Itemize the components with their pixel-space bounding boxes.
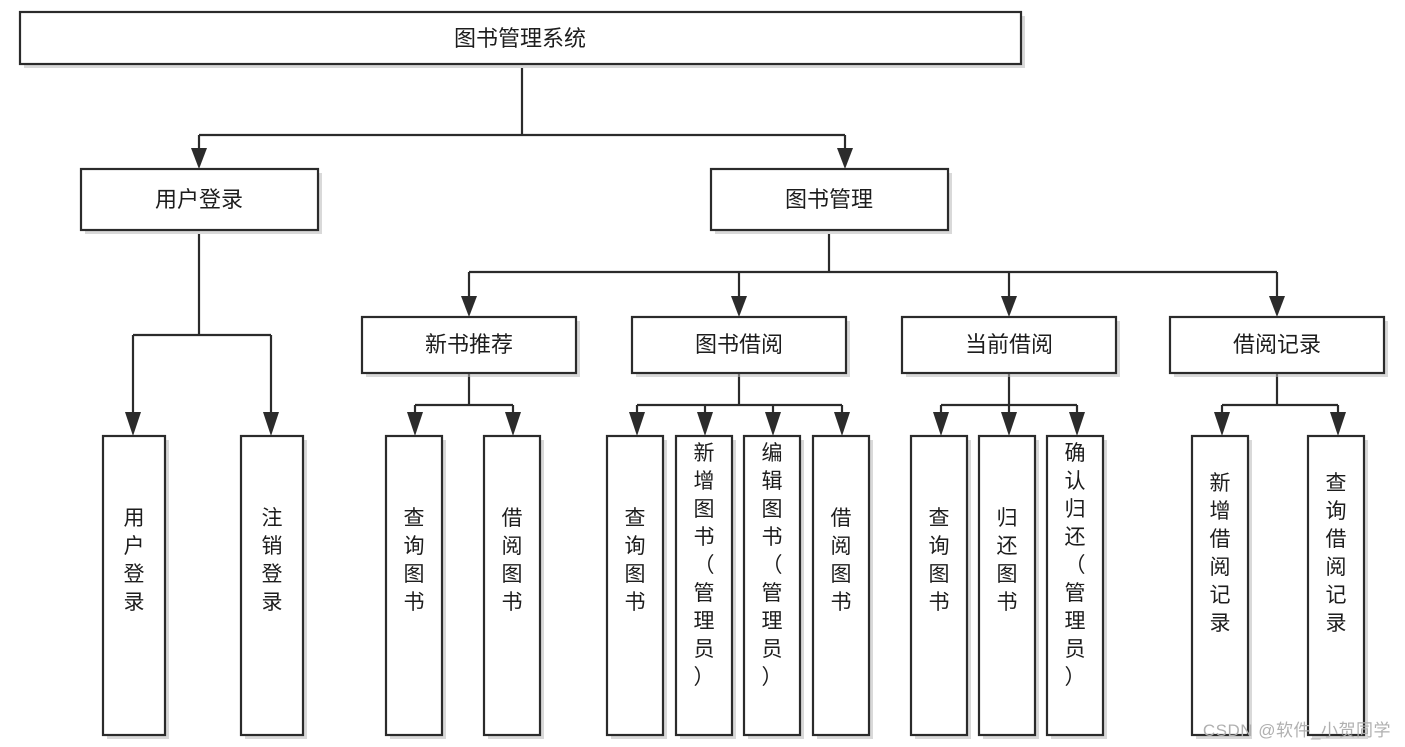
node-leaf-edit-book-label: 编辑图书（管理员） <box>762 442 783 689</box>
node-user-login[interactable]: 用户登录 <box>79 167 322 234</box>
arrow-to-user-login <box>191 148 207 169</box>
node-leaf-query-book-1[interactable]: 查询图书 <box>384 434 446 739</box>
node-leaf-query-book-1-box[interactable] <box>384 434 444 737</box>
node-user-login-box[interactable] <box>79 167 320 232</box>
node-leaf-return-book-box[interactable] <box>977 434 1037 737</box>
node-leaf-borrow-book-2-label: 借阅图书 <box>831 507 852 614</box>
node-root[interactable]: 图书管理系统 <box>18 10 1025 68</box>
node-root-label: 图书管理系统 <box>454 26 586 51</box>
node-leaf-add-record-label: 新增借阅记录 <box>1210 472 1231 635</box>
arrow-to-leaf-query-book-2 <box>629 412 645 436</box>
node-leaf-borrow-book-1-box[interactable] <box>482 434 542 737</box>
arrow-to-leaf-logout-login <box>263 412 279 436</box>
node-leaf-borrow-book-2-box[interactable] <box>811 434 871 737</box>
node-leaf-query-book-2-label: 查询图书 <box>625 507 646 614</box>
node-user-login-label: 用户登录 <box>155 187 243 212</box>
node-new-book-recommend-box[interactable] <box>360 315 578 375</box>
node-leaf-edit-book-box[interactable] <box>742 434 802 737</box>
node-leaf-query-book-2[interactable]: 查询图书 <box>605 434 667 739</box>
node-current-borrow[interactable]: 当前借阅 <box>900 315 1120 377</box>
node-leaf-query-record[interactable]: 查询借阅记录 <box>1306 434 1368 739</box>
arrow-to-leaf-add-book <box>697 412 713 436</box>
node-leaf-add-record-box[interactable] <box>1190 434 1250 737</box>
node-leaf-query-book-2-box[interactable] <box>605 434 665 737</box>
node-leaf-logout-login-label: 注销登录 <box>262 507 283 614</box>
node-leaf-user-login-box[interactable] <box>101 434 167 737</box>
arrow-to-current-borrow <box>1001 296 1017 317</box>
node-borrow-record-box[interactable] <box>1168 315 1386 375</box>
node-leaf-add-book[interactable]: 新增图书（管理员） <box>674 434 736 739</box>
arrow-to-leaf-borrow-book-2 <box>834 412 850 436</box>
node-new-book-recommend[interactable]: 新书推荐 <box>360 315 580 377</box>
arrow-to-leaf-confirm-return <box>1069 412 1085 436</box>
node-new-book-recommend-label: 新书推荐 <box>425 332 513 357</box>
node-leaf-add-book-box[interactable] <box>674 434 734 737</box>
node-leaf-query-book-3-label: 查询图书 <box>929 507 950 614</box>
csdn-watermark: CSDN @软件_小贺同学 <box>1202 721 1391 740</box>
arrow-to-leaf-return-book <box>1001 412 1017 436</box>
node-current-borrow-label: 当前借阅 <box>965 332 1053 357</box>
node-root-box[interactable] <box>18 10 1023 66</box>
node-current-borrow-box[interactable] <box>900 315 1118 375</box>
arrow-to-book-borrow <box>731 296 747 317</box>
node-book-management-label: 图书管理 <box>785 187 873 212</box>
node-leaf-user-login[interactable]: 用户登录 <box>101 434 169 739</box>
arrow-to-leaf-edit-book <box>765 412 781 436</box>
node-leaf-borrow-book-1-label: 借阅图书 <box>502 507 523 614</box>
node-book-borrow-box[interactable] <box>630 315 848 375</box>
node-leaf-confirm-return-box[interactable] <box>1045 434 1105 737</box>
node-borrow-record[interactable]: 借阅记录 <box>1168 315 1388 377</box>
arrow-to-leaf-query-book-3 <box>933 412 949 436</box>
node-leaf-query-record-label: 查询借阅记录 <box>1326 472 1347 635</box>
node-borrow-record-label: 借阅记录 <box>1233 332 1321 357</box>
node-book-management-box[interactable] <box>709 167 950 232</box>
node-leaf-borrow-book-1[interactable]: 借阅图书 <box>482 434 544 739</box>
arrow-to-leaf-query-record <box>1330 412 1346 436</box>
node-book-borrow[interactable]: 图书借阅 <box>630 315 850 377</box>
arrow-to-leaf-user-login <box>125 412 141 436</box>
node-leaf-logout-login-box[interactable] <box>239 434 305 737</box>
node-leaf-add-book-label: 新增图书（管理员） <box>694 442 715 689</box>
node-leaf-edit-book[interactable]: 编辑图书（管理员） <box>742 434 804 739</box>
arrow-to-borrow-record <box>1269 296 1285 317</box>
arrow-to-leaf-query-book-1 <box>407 412 423 436</box>
node-leaf-logout-login[interactable]: 注销登录 <box>239 434 307 739</box>
node-leaf-add-record[interactable]: 新增借阅记录 <box>1190 434 1252 739</box>
node-book-management[interactable]: 图书管理 <box>709 167 952 234</box>
node-leaf-borrow-book-2[interactable]: 借阅图书 <box>811 434 873 739</box>
node-leaf-query-record-box[interactable] <box>1306 434 1366 737</box>
node-leaf-confirm-return-label: 确认归还（管理员） <box>1065 442 1086 689</box>
node-leaf-confirm-return[interactable]: 确认归还（管理员） <box>1045 434 1107 739</box>
node-leaf-query-book-3[interactable]: 查询图书 <box>909 434 971 739</box>
node-leaf-return-book[interactable]: 归还图书 <box>977 434 1039 739</box>
node-leaf-query-book-3-box[interactable] <box>909 434 969 737</box>
connector-layer <box>125 68 1346 436</box>
node-leaf-query-book-1-label: 查询图书 <box>404 507 425 614</box>
node-book-borrow-label: 图书借阅 <box>695 332 783 357</box>
node-leaf-return-book-label: 归还图书 <box>997 507 1018 614</box>
node-leaf-user-login-label: 用户登录 <box>124 507 145 614</box>
arrow-to-leaf-borrow-book-1 <box>505 412 521 436</box>
arrow-to-new-book-recommend <box>461 296 477 317</box>
arrow-to-leaf-add-record <box>1214 412 1230 436</box>
arrow-to-book-management <box>837 148 853 169</box>
